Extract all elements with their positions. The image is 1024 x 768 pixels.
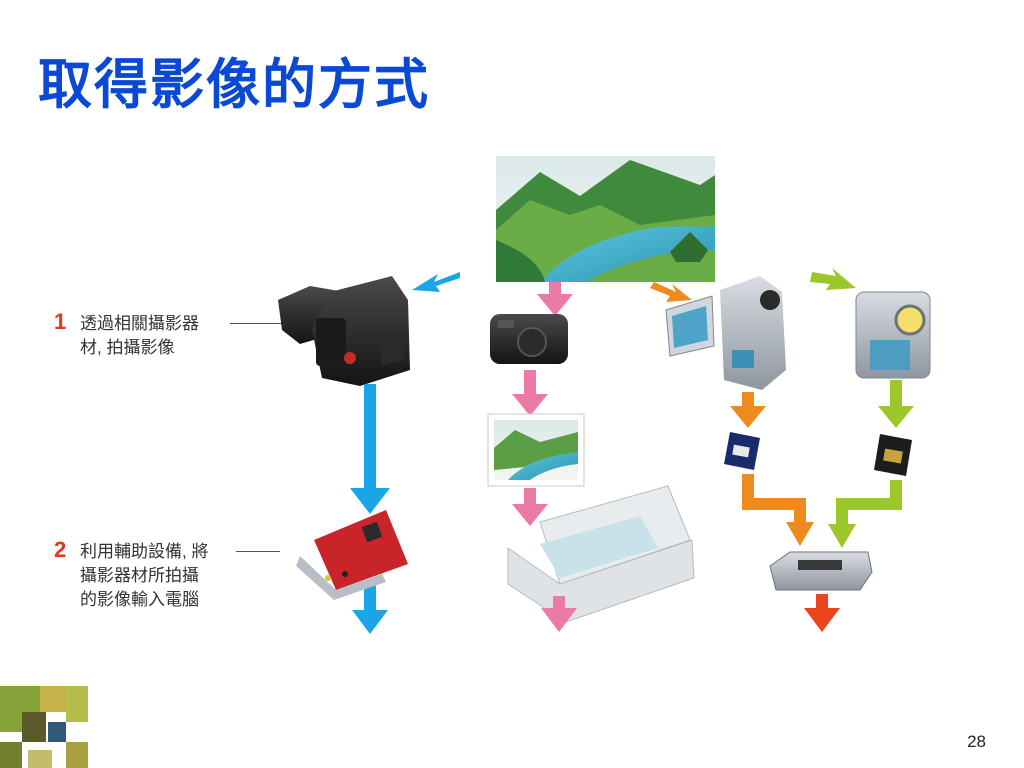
orange-arrow-sd-to-reader [742, 474, 814, 546]
green-arrow-to-camera [810, 268, 856, 290]
green-arrow-sm-to-reader [828, 480, 902, 548]
step-1: 1 透過相關攝影器 材, 拍攝影像 [54, 310, 199, 360]
pink-arrow-3 [512, 488, 548, 526]
corner-decoration [0, 686, 88, 768]
slide-title: 取得影像的方式 [38, 52, 430, 116]
step-2: 2 利用輔助設備, 將 攝影器材所拍攝 的影像輸入電腦 [54, 538, 209, 612]
step-1-line-2: 材, 拍攝影像 [80, 338, 175, 357]
step-1-line-1: 透過相關攝影器 [80, 314, 199, 333]
film-camera-icon [490, 314, 568, 364]
digital-video-camera-icon [665, 276, 786, 390]
blue-arrow-camcorder-to-card [350, 384, 390, 514]
video-camera-icon [278, 276, 410, 386]
orange-arrow-to-dv [650, 282, 692, 302]
smartmedia-card-icon [874, 434, 912, 476]
printed-photo [487, 413, 585, 487]
card-reader-icon [769, 551, 873, 591]
pink-arrow-2 [512, 370, 548, 416]
page-number: 28 [967, 732, 986, 751]
step-2-line-2: 攝影器材所拍攝 [80, 566, 199, 585]
step-2-line-3: 的影像輸入電腦 [80, 590, 199, 609]
digital-camera-icon [855, 291, 931, 379]
scenery-photo [496, 156, 715, 282]
step-2-line-1: 利用輔助設備, 將 [80, 542, 209, 561]
sd-card-icon [724, 432, 760, 470]
blue-arrow-card-to-computer [352, 582, 388, 634]
step-2-leader-line [236, 551, 280, 552]
pink-arrow-4 [541, 596, 577, 632]
blue-arrow-to-camcorder [412, 272, 460, 292]
red-arrow-from-reader [804, 594, 840, 632]
step-1-number: 1 [54, 309, 67, 334]
orange-arrow-dv-to-sd [730, 392, 766, 428]
pink-arrow-1 [537, 282, 573, 316]
green-arrow-camera-to-sm [878, 380, 914, 428]
step-2-number: 2 [54, 537, 67, 562]
capture-card-icon [296, 510, 408, 600]
step-1-leader-line [230, 323, 285, 324]
